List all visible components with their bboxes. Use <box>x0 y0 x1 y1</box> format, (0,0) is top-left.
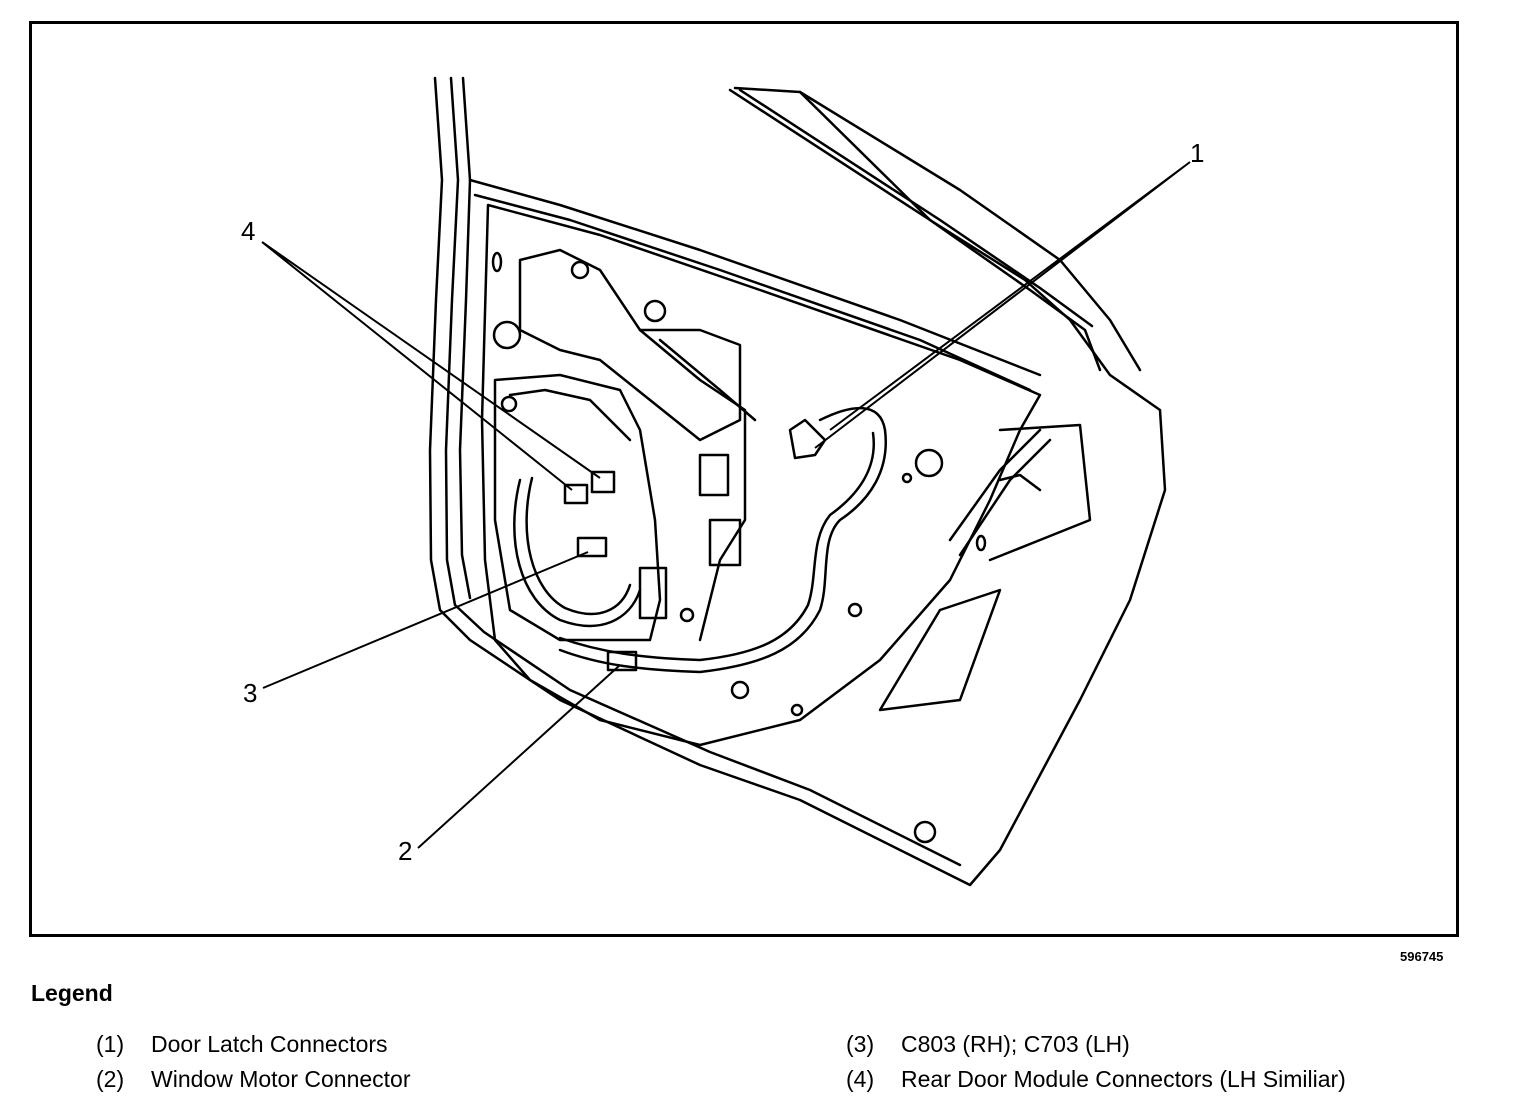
leader-1 <box>814 161 1191 449</box>
leader-3 <box>262 551 589 689</box>
diagram-frame <box>29 21 1459 937</box>
figure-id: 596745 <box>1400 949 1444 964</box>
legend-item: (1) Door Latch Connectors <box>96 1031 388 1058</box>
inner-panel <box>480 203 1042 747</box>
door-module-plate <box>493 373 662 642</box>
connector-3 <box>576 536 608 558</box>
legend-item-text: Door Latch Connectors <box>151 1031 388 1057</box>
connector-4b <box>590 470 616 494</box>
legend-item-text: C803 (RH); C703 (LH) <box>901 1031 1130 1057</box>
legend-item: (2) Window Motor Connector <box>96 1066 411 1093</box>
legend-item-number: (4) <box>846 1066 875 1092</box>
callout-2: 2 <box>398 836 412 866</box>
connector-2 <box>606 650 638 672</box>
callout-3: 3 <box>243 678 257 708</box>
connector-4a <box>563 483 589 505</box>
leader-4 <box>261 241 601 491</box>
legend-item-number: (3) <box>846 1031 875 1057</box>
legend-title: Legend <box>31 980 113 1006</box>
callout-1: 1 <box>1190 138 1204 168</box>
callout-4: 4 <box>241 216 255 246</box>
legend-item: (4) Rear Door Module Connectors (LH Simil… <box>846 1066 1346 1093</box>
wire-harness <box>513 478 642 628</box>
legend-item-number: (2) <box>96 1066 125 1092</box>
connector-1 <box>788 418 827 460</box>
legend-item-number: (1) <box>96 1031 125 1057</box>
legend-item-text: Rear Door Module Connectors (LH Similiar… <box>901 1066 1346 1092</box>
door-outer-panel <box>428 76 1167 887</box>
legend-item-text: Window Motor Connector <box>151 1066 411 1092</box>
legend-item: (3) C803 (RH); C703 (LH) <box>846 1031 1130 1058</box>
leader-2 <box>417 664 621 849</box>
